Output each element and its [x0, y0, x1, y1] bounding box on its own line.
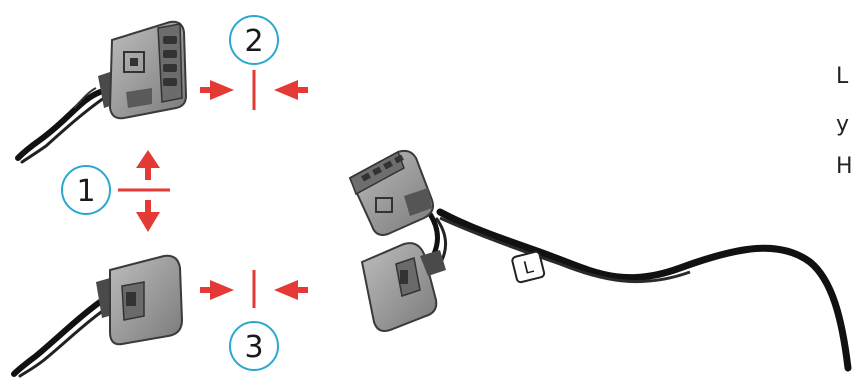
side-text-line-3: H — [836, 154, 853, 179]
connector-pair-icon — [348, 149, 852, 372]
red-arrow-icon — [200, 70, 308, 110]
step-3-group: 3 — [200, 270, 308, 371]
side-text-line-1: L — [836, 64, 849, 89]
connector-bottom-icon — [11, 254, 184, 378]
step-3-circle — [229, 321, 279, 371]
step-1-circle — [61, 165, 111, 215]
step-2-group: 2 — [200, 15, 308, 110]
step-3-number: 3 — [244, 330, 263, 365]
red-arrow-icon — [200, 270, 308, 308]
cable-icon — [427, 208, 852, 372]
harness-label-tag: L — [511, 250, 546, 284]
step-2-circle — [229, 15, 279, 65]
step-1-group: 1 — [61, 150, 170, 232]
connector-top-icon — [15, 20, 188, 164]
step-2-number: 2 — [244, 24, 263, 59]
separation-arrow-icon — [118, 150, 170, 232]
step-1-number: 1 — [76, 174, 95, 209]
side-text-line-2: y — [836, 112, 850, 137]
